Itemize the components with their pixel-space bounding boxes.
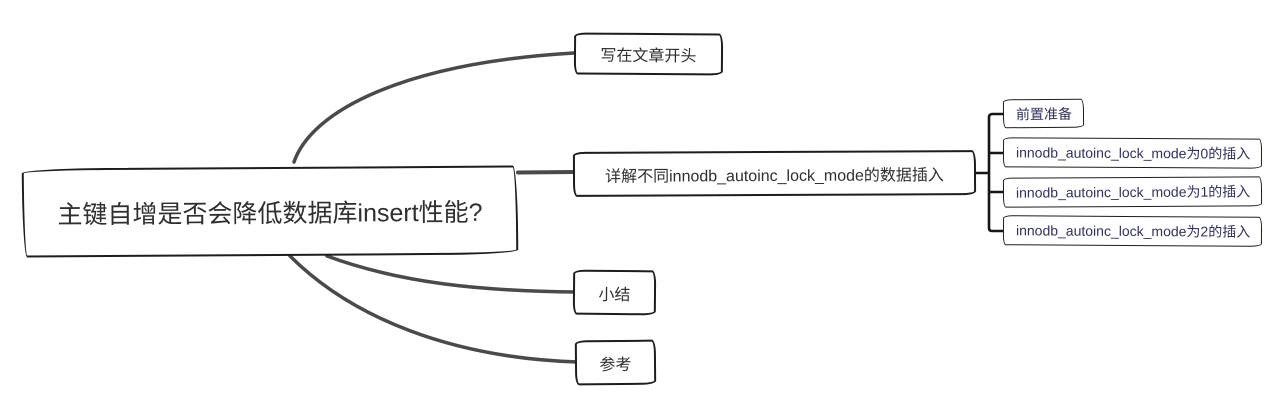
branch-node-summary-label: 小结 — [598, 286, 631, 304]
child-node-lock-mode-0-label: innodb_autoinc_lock_mode为0的插入 — [1015, 144, 1251, 162]
branch-node-summary[interactable]: 小结 — [572, 269, 657, 316]
child-node-lock-mode-1-label: innodb_autoinc_lock_mode为1的插入 — [1015, 183, 1251, 201]
branch-node-reference-label: 参考 — [599, 356, 632, 374]
child-node-preparation-label: 前置准备 — [1015, 105, 1073, 122]
child-node-preparation[interactable]: 前置准备 — [1002, 98, 1085, 129]
branch-node-reference[interactable]: 参考 — [574, 339, 657, 386]
child-node-lock-mode-1[interactable]: innodb_autoinc_lock_mode为1的插入 — [1002, 176, 1263, 208]
root-node-label: 主键自增是否会降低数据库insert性能? — [57, 198, 483, 229]
branch-node-detail[interactable]: 详解不同innodb_autoinc_lock_mode的数据插入 — [572, 150, 977, 197]
child-node-lock-mode-2[interactable]: innodb_autoinc_lock_mode为2的插入 — [1002, 215, 1263, 247]
edge-root-to-ref — [288, 254, 580, 364]
edge-root-to-detail — [516, 170, 576, 175]
root-node[interactable]: 主键自增是否会降低数据库insert性能? — [21, 165, 519, 258]
edge-root-to-summary — [325, 254, 578, 294]
edge-detail-to-children-bracket — [973, 112, 1006, 233]
branch-node-intro[interactable]: 写在文章开头 — [573, 32, 724, 76]
edge-root-to-intro — [292, 51, 576, 164]
branch-node-intro-label: 写在文章开头 — [600, 47, 697, 66]
branch-node-detail-label: 详解不同innodb_autoinc_lock_mode的数据插入 — [605, 166, 944, 186]
child-node-lock-mode-0[interactable]: innodb_autoinc_lock_mode为0的插入 — [1002, 137, 1263, 169]
child-node-lock-mode-2-label: innodb_autoinc_lock_mode为2的插入 — [1015, 222, 1251, 240]
